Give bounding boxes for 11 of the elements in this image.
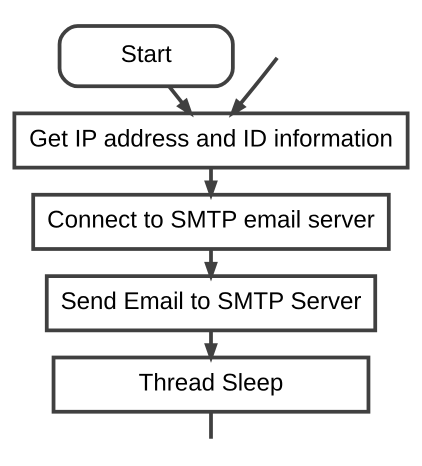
arrow (228, 56, 279, 118)
arrow (204, 168, 218, 200)
node-box: Thread Sleep (52, 356, 370, 414)
node-box: Send Email to SMTP Server (44, 274, 378, 332)
arrow (204, 330, 218, 363)
connector (209, 412, 213, 439)
node-box: Connect to SMTP email server (31, 192, 391, 251)
node-box: Get IP address and ID information (12, 112, 410, 170)
arrow (168, 85, 194, 118)
node-box: Start (58, 24, 235, 88)
arrow (204, 249, 218, 282)
